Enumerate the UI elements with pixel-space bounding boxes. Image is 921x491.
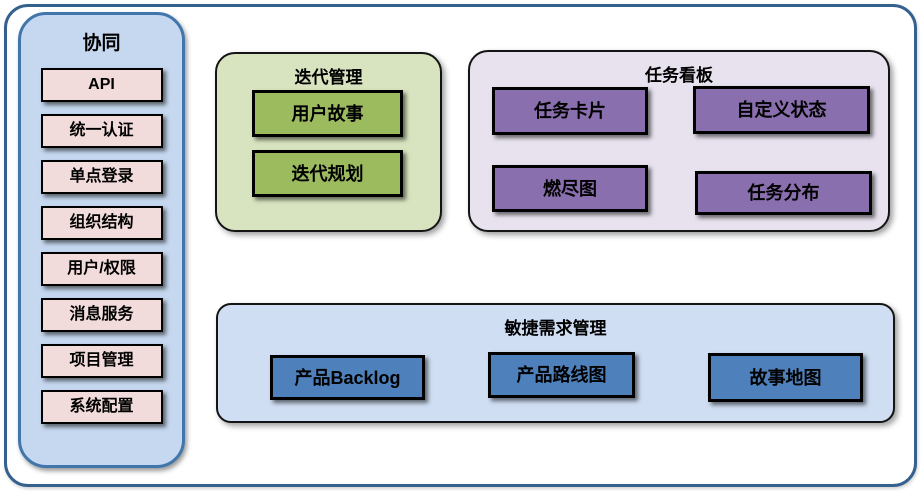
node-task-distribution: 任务分布 [695, 171, 872, 215]
group-iteration-title: 迭代管理 [294, 68, 363, 87]
node-iteration-planning: 迭代规划 [252, 150, 403, 197]
sidebar-item-project-management: 项目管理 [40, 344, 163, 378]
sidebar-collaboration-group: 协同 API 统一认证 单点登录 组织结构 用户/权限 消息服务 项目管理 系统… [18, 12, 185, 468]
outer-frame: 协同 API 统一认证 单点登录 组织结构 用户/权限 消息服务 项目管理 系统… [4, 4, 917, 487]
node-user-story: 用户故事 [252, 90, 403, 137]
sidebar-items: API 统一认证 单点登录 组织结构 用户/权限 消息服务 项目管理 系统配置 [21, 68, 182, 424]
node-task-card: 任务卡片 [492, 87, 648, 135]
node-custom-status: 自定义状态 [693, 86, 870, 134]
group-iteration-management: 迭代管理 用户故事 迭代规划 [215, 52, 442, 232]
sidebar-title: 协同 [82, 33, 121, 54]
sidebar-item-unified-auth: 统一认证 [40, 114, 163, 148]
sidebar-item-user-permissions: 用户/权限 [40, 252, 163, 286]
group-kanban-title: 任务看板 [645, 66, 713, 85]
sidebar-item-system-config: 系统配置 [40, 390, 163, 424]
sidebar-item-api: API [40, 68, 163, 102]
node-burndown-chart: 燃尽图 [492, 165, 648, 212]
sidebar-item-org-structure: 组织结构 [40, 206, 163, 240]
sidebar-item-single-sign-on: 单点登录 [40, 160, 163, 194]
node-product-roadmap: 产品路线图 [488, 352, 635, 398]
sidebar-item-message-service: 消息服务 [40, 298, 163, 332]
group-task-board: 任务看板 任务卡片 自定义状态 燃尽图 任务分布 [468, 50, 890, 232]
group-agile-title: 敏捷需求管理 [504, 319, 607, 338]
node-story-map: 故事地图 [708, 353, 863, 402]
